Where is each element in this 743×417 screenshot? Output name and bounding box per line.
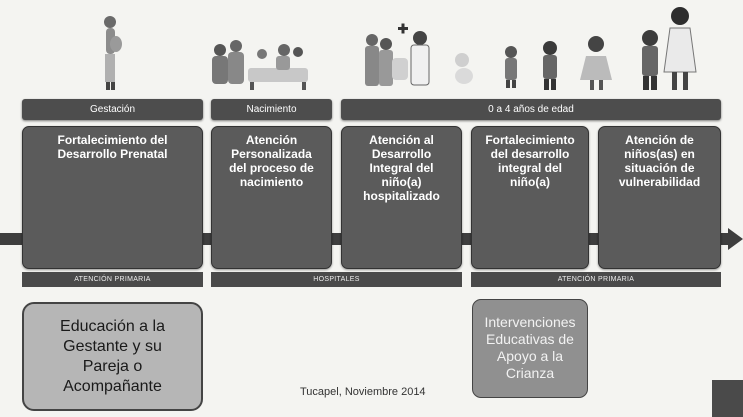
edu-line: Intervenciones: [484, 314, 576, 330]
edu-line: Crianza: [505, 365, 555, 381]
box-line: Integral del: [369, 161, 434, 175]
stage-0-4-anos: 0 a 4 años de edad: [341, 99, 721, 120]
box-vulnerabilidad: Atención de niños(as) en situación de vu…: [598, 126, 721, 269]
edu-line: Pareja o: [82, 358, 143, 375]
intervenciones-educativas-box: Intervenciones Educativas de Apoyo a la …: [472, 299, 588, 398]
box-line: niño(a): [381, 175, 422, 189]
box-line: nacimiento: [239, 175, 304, 189]
children-illustration: [455, 7, 697, 90]
band-hospitales: HOSPITALES: [211, 272, 462, 287]
timeline-arrow-head: [728, 228, 743, 250]
box-line: niños(as) en: [624, 147, 695, 161]
band-atencion-primaria-1: ATENCIÓN PRIMARIA: [22, 272, 203, 287]
educacion-gestante-box: Educación a la Gestante y su Pareja o Ac…: [22, 302, 203, 411]
box-line: Atención: [245, 133, 298, 147]
corner-decoration: [712, 380, 743, 417]
edu-line: Apoyo a la: [496, 348, 564, 364]
stage-nacimiento: Nacimiento: [211, 99, 332, 120]
box-line: hospitalizado: [363, 189, 440, 203]
box-line: del proceso de: [229, 161, 314, 175]
edu-line: Educativas de: [486, 331, 574, 347]
box-line: del desarrollo: [490, 147, 570, 161]
birth-scene-illustration: [212, 40, 308, 90]
box-line: niño(a): [510, 175, 550, 189]
band-atencion-primaria-2: ATENCIÓN PRIMARIA: [471, 272, 721, 287]
box-line: Fortalecimiento del: [57, 133, 168, 147]
box-line: integral del: [497, 161, 562, 175]
pregnant-woman-illustration: [104, 16, 122, 90]
box-desarrollo-integral: Fortalecimiento del desarrollo integral …: [471, 126, 589, 269]
box-line: Atención al: [369, 133, 434, 147]
footer-date: Tucapel, Noviembre 2014: [300, 386, 426, 398]
box-line: situación de: [624, 161, 695, 175]
box-line: Fortalecimiento: [485, 133, 575, 147]
box-line: Personalizada: [231, 147, 312, 161]
edu-line: Acompañante: [63, 378, 162, 395]
illustrations-svg: [104, 7, 697, 90]
box-line: Atención de: [625, 133, 694, 147]
hospital-scene-illustration: [365, 23, 430, 86]
edu-line: Gestante y su: [63, 338, 162, 355]
box-line: vulnerabilidad: [618, 175, 701, 189]
box-desarrollo-prenatal: Fortalecimiento del Desarrollo Prenatal: [22, 126, 203, 269]
stage-gestacion: Gestación: [22, 99, 203, 120]
edu-line: Educación a la: [60, 318, 165, 335]
box-line: Desarrollo: [371, 147, 432, 161]
illustrations-strip: [0, 0, 743, 96]
box-line: Desarrollo Prenatal: [57, 147, 168, 161]
box-atencion-nacimiento: Atención Personalizada del proceso de na…: [211, 126, 332, 269]
box-nino-hospitalizado: Atención al Desarrollo Integral del niño…: [341, 126, 462, 269]
